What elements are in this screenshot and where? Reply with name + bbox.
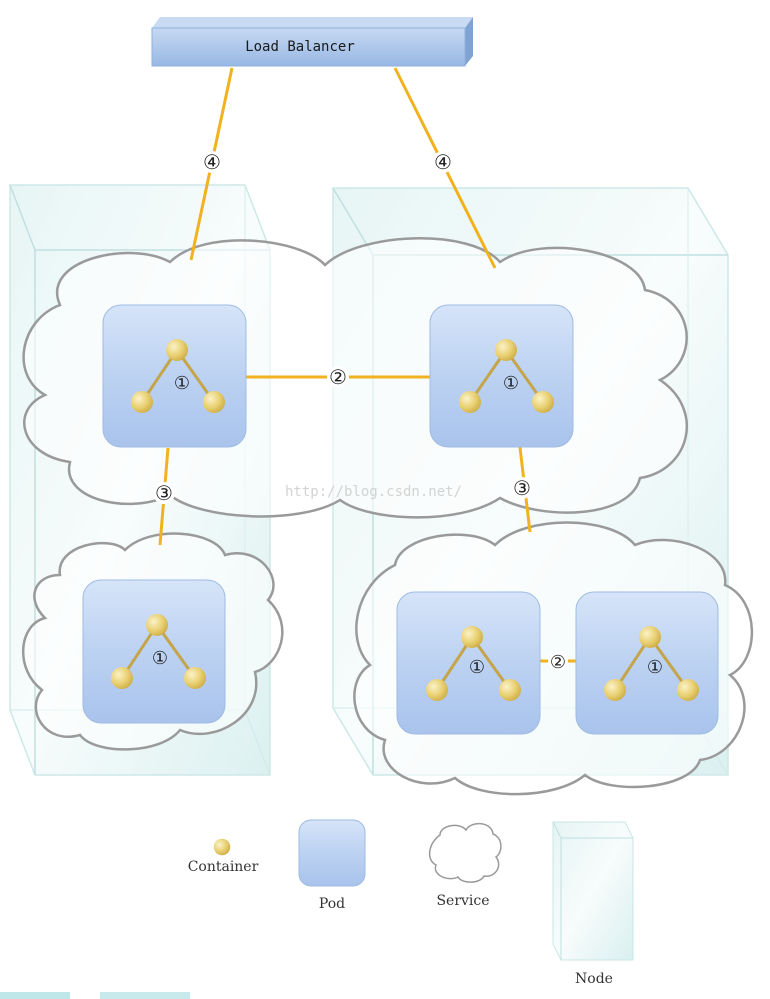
- container-icon: [532, 391, 554, 413]
- pod-link-marker: ②: [550, 652, 566, 673]
- bottom-edge-decoration: [0, 992, 190, 999]
- service-legend-icon: [428, 822, 502, 883]
- pod-marker-label: ①: [152, 648, 168, 669]
- pod-marker-label: ①: [647, 657, 663, 678]
- container-icon: [677, 679, 699, 701]
- pod-marker-label: ①: [469, 657, 485, 678]
- pod-bottom-right: [575, 591, 719, 735]
- container-icon: [461, 626, 483, 648]
- lb-link-marker: ④: [203, 150, 221, 174]
- legend-container-label: Container: [188, 859, 259, 875]
- service-link-marker: ③: [155, 481, 173, 505]
- container-icon: [604, 679, 626, 701]
- container-icon: [499, 679, 521, 701]
- pod-marker-label: ①: [503, 373, 519, 394]
- legend: Container Pod Service Node: [188, 819, 634, 987]
- watermark: http://blog.csdn.net/: [285, 484, 462, 500]
- container-icon: [131, 391, 153, 413]
- legend-service-label: Service: [436, 893, 489, 909]
- container-icon: [203, 391, 225, 413]
- pod-legend-icon: [298, 819, 366, 887]
- pod-marker-label: ①: [174, 373, 190, 394]
- legend-pod-label: Pod: [319, 896, 345, 912]
- container-icon: [639, 626, 661, 648]
- container-legend-icon: [213, 838, 231, 856]
- container-icon: [166, 339, 188, 361]
- load-balancer: [151, 17, 473, 67]
- pod-bottom-middle: [396, 591, 541, 735]
- container-icon: [111, 667, 133, 689]
- pod-top-left: [102, 304, 247, 448]
- node-legend-icon: [552, 821, 634, 961]
- lb-link-marker: ④: [434, 150, 452, 174]
- container-icon: [426, 679, 448, 701]
- container-icon: [495, 339, 517, 361]
- pod-top-right: [429, 304, 574, 448]
- container-icon: [146, 614, 168, 636]
- load-balancer-label: Load Balancer: [245, 39, 355, 55]
- service-link-marker: ③: [513, 476, 531, 500]
- container-icon: [184, 667, 206, 689]
- legend-node-label: Node: [575, 971, 613, 987]
- pod-bottom-left: [82, 579, 226, 724]
- container-icon: [459, 391, 481, 413]
- pod-link-marker: ②: [329, 365, 347, 389]
